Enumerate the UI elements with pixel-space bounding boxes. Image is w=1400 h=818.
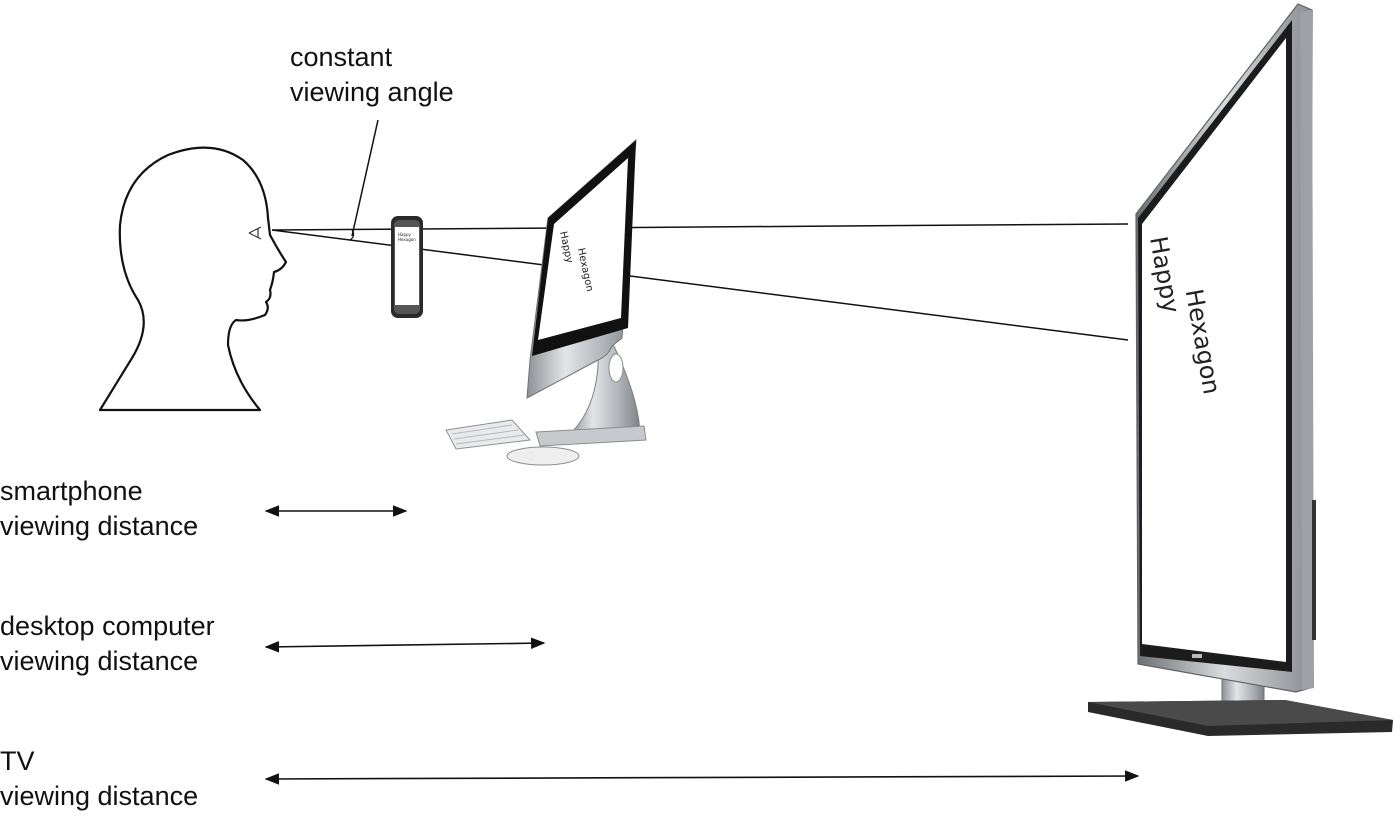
annotation-line-2: viewing angle xyxy=(290,77,454,107)
desktop-label-line-1: desktop computer xyxy=(0,611,215,641)
smartphone-label-line-1: smartphone xyxy=(0,476,143,506)
smartphone-distance-label: smartphone viewing distance xyxy=(0,474,198,544)
head-silhouette xyxy=(98,146,288,412)
phone-screen-text-2: Hexagon xyxy=(398,237,416,242)
desktop-distance-arrow xyxy=(264,637,546,653)
desktop-label-line-2: viewing distance xyxy=(0,646,199,676)
smartphone: Happy Hexagon xyxy=(391,216,423,318)
tv: Happy Hexagon xyxy=(1088,3,1393,736)
eye-icon xyxy=(248,226,262,240)
desktop-computer: Happy Hexagon xyxy=(445,138,647,466)
phone-screen-text-1: Happy xyxy=(398,232,412,237)
tv-logo xyxy=(1192,654,1202,658)
tv-distance-arrow xyxy=(264,770,1140,785)
tv-distance-label: TV viewing distance xyxy=(0,744,198,814)
tv-label-line-1: TV xyxy=(0,746,35,776)
constant-viewing-angle-label: constant viewing angle xyxy=(290,40,454,110)
desktop-distance-label: desktop computer viewing distance xyxy=(0,609,215,679)
annotation-line-1: constant xyxy=(290,42,393,72)
tv-label-line-2: viewing distance xyxy=(0,781,199,811)
annotation-leader xyxy=(351,119,379,237)
smartphone-label-line-2: viewing distance xyxy=(0,511,199,541)
